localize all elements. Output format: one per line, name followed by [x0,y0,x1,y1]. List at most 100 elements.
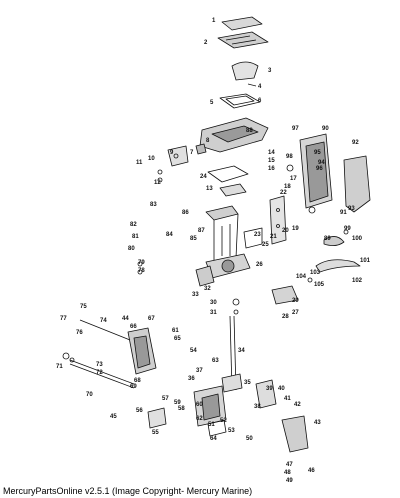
part-callout-44: 44 [122,316,129,322]
part-callout-86: 86 [182,210,189,216]
part-callout-28: 28 [282,314,289,320]
part-callout-15: 15 [268,158,275,164]
part-callout-25: 25 [262,242,269,248]
part-callout-59: 59 [174,400,181,406]
part-callout-75: 75 [80,304,87,310]
part-callout-45: 45 [110,414,117,420]
part-callout-43: 43 [314,420,321,426]
part-callout-60: 60 [196,402,203,408]
part-callout-26: 26 [256,262,263,268]
part-callout-71: 71 [56,364,63,370]
part-callout-91: 91 [340,210,347,216]
part-callout-10: 10 [148,156,155,162]
part-callout-96: 96 [316,166,323,172]
part-callout-40: 40 [278,386,285,392]
part-callout-104: 104 [296,274,307,280]
part-callout-20: 20 [282,228,289,234]
part-callout-80: 80 [128,246,135,252]
part-callout-39: 39 [266,386,273,392]
part-callout-13: 13 [206,186,213,192]
part-callout-41: 41 [284,396,291,402]
part-callout-105: 105 [314,282,325,288]
part-callout-50: 50 [246,436,253,442]
part-callout-101: 101 [360,258,371,264]
part-callout-21: 21 [270,234,277,240]
part-callout-58: 58 [178,406,185,412]
part-callout-49: 49 [286,478,293,484]
part-callout-32: 32 [204,286,211,292]
part-callout-72: 72 [96,370,103,376]
part-callout-98: 98 [286,154,293,160]
part-callout-74: 74 [100,318,107,324]
part-callout-52: 52 [220,418,227,424]
part-callout-88: 88 [246,128,253,134]
part-callout-5: 5 [210,100,214,106]
part-callout-35: 35 [244,380,251,386]
part-callout-77: 77 [60,316,67,322]
part-callout-8: 8 [206,138,210,144]
part-callout-38: 38 [254,404,261,410]
part-callout-9: 9 [170,150,174,156]
part-callout-30: 30 [210,300,217,306]
part-callout-51: 51 [208,422,215,428]
part-callout-53: 53 [228,428,235,434]
part-callout-18: 18 [284,184,291,190]
part-callout-47: 47 [286,462,293,468]
part-callout-61: 61 [172,328,179,334]
part-callout-92: 92 [352,140,359,146]
part-callout-68: 68 [134,378,141,384]
part-callout-83: 83 [150,202,157,208]
part-callout-70: 70 [86,392,93,398]
part-callout-19: 19 [292,226,299,232]
part-callout-46: 46 [308,468,315,474]
part-callout-16: 16 [268,166,275,172]
part-callout-76: 76 [76,330,83,336]
part-callout-78: 78 [138,268,145,274]
part-callout-36: 36 [188,376,195,382]
part-callout-84: 84 [166,232,173,238]
part-callout-37: 37 [196,368,203,374]
part-callout-27: 27 [292,310,299,316]
part-callout-90: 90 [322,126,329,132]
part-callout-11: 11 [136,160,143,166]
part-callout-33: 33 [192,292,199,298]
part-callout-14: 14 [268,150,275,156]
part-callout-29: 29 [292,298,299,304]
part-callout-89: 89 [324,236,331,242]
part-callout-69: 69 [130,384,137,390]
part-callout-2: 2 [204,40,208,46]
part-callout-64: 64 [210,436,217,442]
part-callout-87: 87 [198,228,205,234]
part-callout-97: 97 [292,126,299,132]
part-callout-82: 82 [130,222,137,228]
part-callout-67: 67 [148,316,155,322]
part-callout-54: 54 [190,348,197,354]
part-callout-102: 102 [352,278,363,284]
part-callout-65: 65 [174,336,181,342]
part-callout-99: 99 [344,226,351,232]
part-callout-62: 62 [196,416,203,422]
part-callout-63: 63 [212,358,219,364]
part-callout-23: 23 [254,232,261,238]
part-callout-66: 66 [130,324,137,330]
part-callout-34: 34 [238,348,245,354]
part-callout-12: 12 [154,180,161,186]
part-callout-79: 79 [138,260,145,266]
part-callout-24: 24 [200,174,207,180]
part-callout-103: 103 [310,270,321,276]
part-callout-22: 22 [280,190,287,196]
part-callout-100: 100 [352,236,363,242]
part-callout-3: 3 [268,68,272,74]
part-callout-94: 94 [318,160,325,166]
part-callout-4: 4 [258,84,262,90]
part-callout-56: 56 [136,408,143,414]
copyright-footer: MercuryPartsOnline v2.5.1 (Image Copyrig… [3,486,253,496]
part-callout-6: 6 [258,98,262,104]
part-callout-57: 57 [162,396,169,402]
part-callout-73: 73 [96,362,103,368]
part-callout-1: 1 [212,18,216,24]
part-callout-81: 81 [132,234,139,240]
part-callout-17: 17 [290,176,297,182]
